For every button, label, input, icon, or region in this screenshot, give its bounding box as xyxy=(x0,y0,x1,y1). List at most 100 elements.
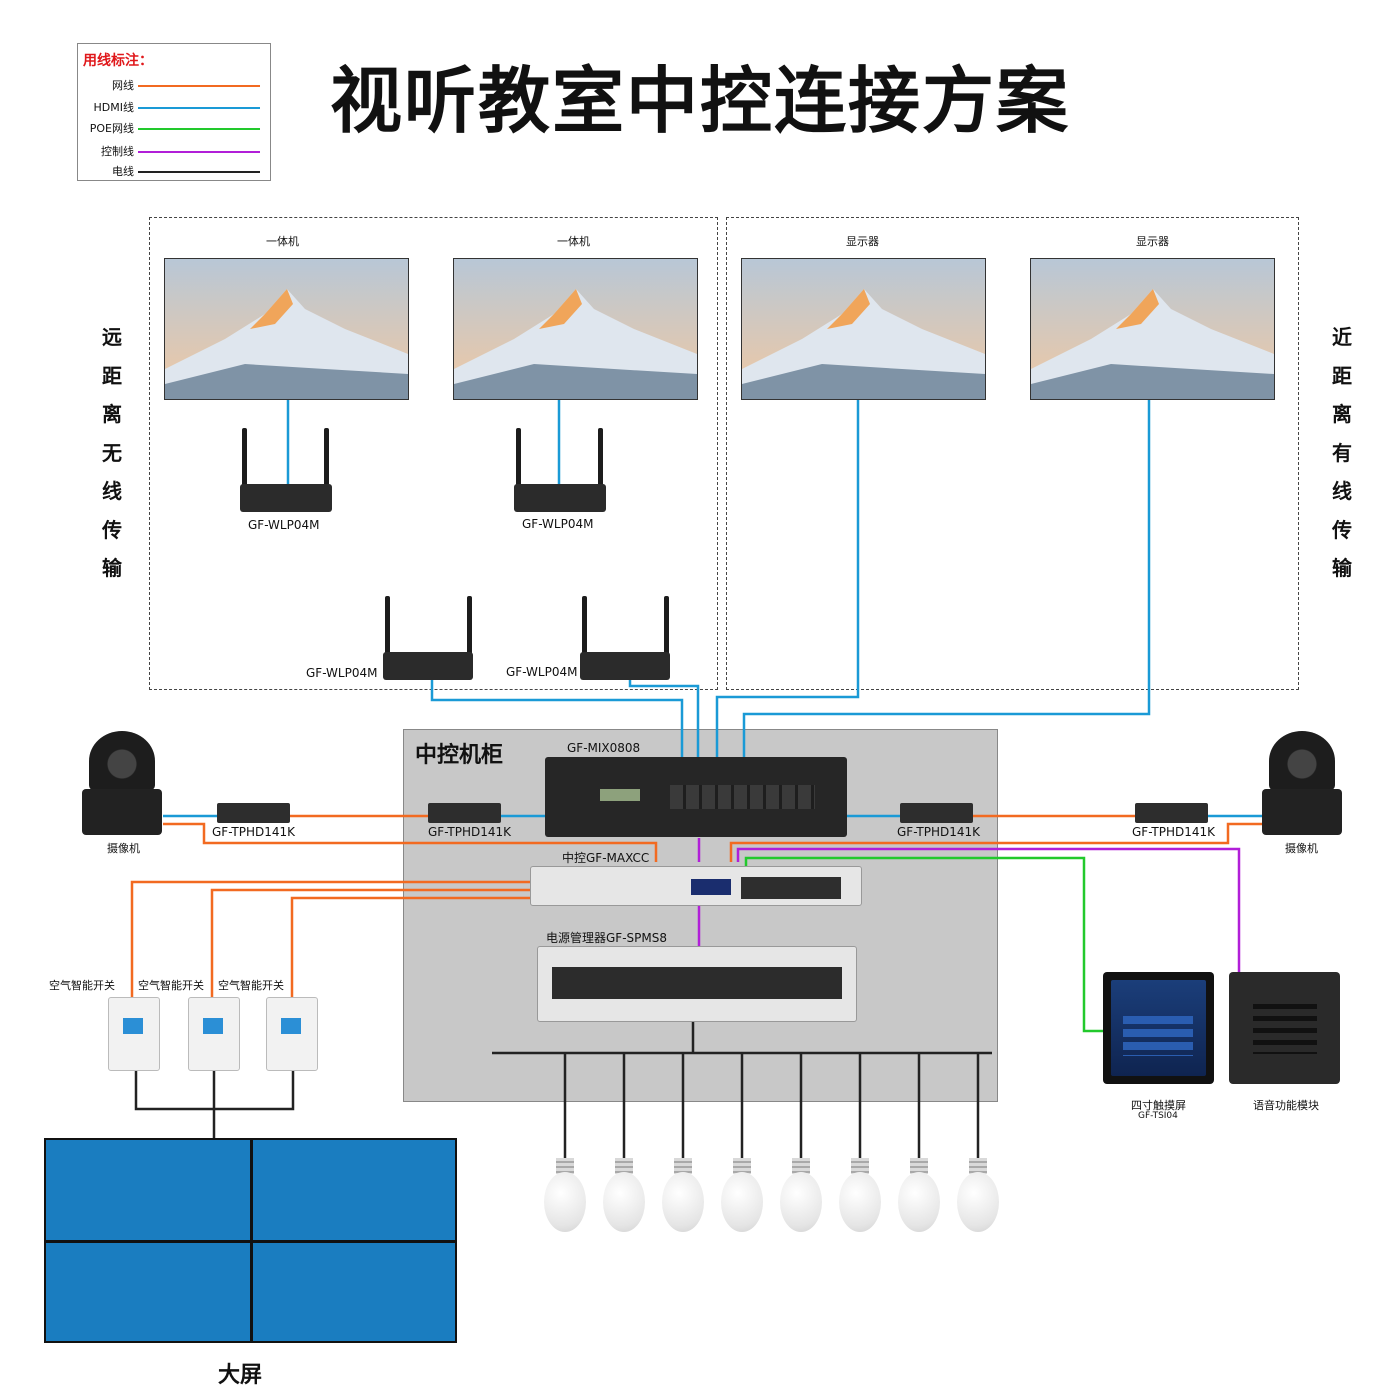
hdmi-cable xyxy=(715,398,860,757)
power-cables xyxy=(134,1022,992,1158)
wireless-transmitter xyxy=(381,596,475,682)
air-switch xyxy=(266,997,318,1071)
wireless-zone xyxy=(149,217,718,690)
transmitter-model: GF-WLP04M xyxy=(506,665,578,679)
antenna-icon xyxy=(664,596,669,656)
all-in-one-display xyxy=(164,258,409,400)
control-cables xyxy=(697,838,1241,972)
mountain-image xyxy=(165,259,408,399)
all-in-one-display xyxy=(453,258,698,400)
display-label: 显示器 xyxy=(1136,235,1169,248)
legend-label: HDMI线 xyxy=(93,101,134,114)
light-bulb-icon xyxy=(603,1158,645,1234)
touch-panel-screen xyxy=(1111,980,1206,1076)
matrix-switcher xyxy=(545,757,847,837)
page-title: 视听教室中控连接方案 xyxy=(330,59,1071,143)
matrix-lcd xyxy=(600,789,640,801)
monitor-display xyxy=(1030,258,1275,400)
wall-divider xyxy=(46,1240,455,1243)
legend-item-poe: POE网线 xyxy=(78,120,270,138)
light-bulb-icon xyxy=(780,1158,822,1234)
wireless-transmitter xyxy=(578,596,672,682)
antenna-icon xyxy=(467,596,472,656)
central-controller xyxy=(530,866,862,906)
router-body xyxy=(580,652,670,680)
touch-panel-model: GF-TSI04 xyxy=(1138,1111,1178,1121)
lamp-cap xyxy=(969,1158,987,1174)
power-manager-panel xyxy=(552,967,842,999)
antenna-icon xyxy=(516,428,521,488)
cabinet-title: 中控机柜 xyxy=(415,743,504,768)
lamp-glass xyxy=(839,1172,881,1232)
touch-panel-label: 四寸触摸屏 xyxy=(1131,1099,1186,1112)
legend-line-lan xyxy=(138,85,260,87)
lamp-glass xyxy=(544,1172,586,1232)
receiver-model: GF-WLP04M xyxy=(522,517,594,531)
lamp-cap xyxy=(910,1158,928,1174)
camera-base xyxy=(1262,789,1342,835)
camera-head xyxy=(89,731,155,791)
hdmi-cables xyxy=(163,398,1263,818)
switch-label: 空气智能开关 xyxy=(138,979,204,992)
wireless-zone-label: 远距离无线传输 xyxy=(97,318,127,588)
lamp-glass xyxy=(780,1172,822,1232)
matrix-model: GF-MIX0808 xyxy=(567,741,641,755)
control-cable xyxy=(736,847,1241,972)
light-bulb-icon xyxy=(544,1158,586,1234)
controller-panel xyxy=(741,877,841,899)
monitor-display xyxy=(741,258,986,400)
video-wall-label: 大屏 xyxy=(218,1363,263,1388)
hdmi-cable xyxy=(742,398,1151,757)
voice-module-label: 语音功能模块 xyxy=(1253,1099,1319,1112)
controller-screen xyxy=(691,879,731,895)
lan-cable xyxy=(729,822,1263,862)
legend: 用线标注： 网线 HDMI线 POE网线 控制线 电线 xyxy=(77,43,271,181)
legend-title: 用线标注： xyxy=(83,53,153,69)
legend-label: 电线 xyxy=(112,165,134,178)
poe-cables xyxy=(744,856,1103,1033)
voice-module xyxy=(1229,972,1340,1084)
light-bulb-icon xyxy=(721,1158,763,1234)
hdmi-extender xyxy=(900,803,973,823)
extender-model: GF-TPHD141K xyxy=(212,825,296,839)
lamp-glass xyxy=(662,1172,704,1232)
legend-line-control xyxy=(138,151,260,153)
light-bulb-icon xyxy=(957,1158,999,1234)
legend-label: POE网线 xyxy=(89,122,134,135)
extender-model: GF-TPHD141K xyxy=(1132,825,1216,839)
display-label: 显示器 xyxy=(846,235,879,248)
legend-line-poe xyxy=(138,128,260,130)
antenna-icon xyxy=(324,428,329,488)
poe-cable xyxy=(744,856,1103,1033)
router-body xyxy=(240,484,332,512)
wired-zone xyxy=(726,217,1299,690)
air-switch xyxy=(188,997,240,1071)
switch-lever xyxy=(203,1018,223,1034)
lamp-glass xyxy=(603,1172,645,1232)
lamp-cap xyxy=(615,1158,633,1174)
lamp-glass xyxy=(721,1172,763,1232)
vertical-text: 近距离有线传输 xyxy=(1332,325,1352,580)
switch-label: 空气智能开关 xyxy=(218,979,284,992)
hdmi-cable xyxy=(430,680,684,757)
legend-label: 网线 xyxy=(112,79,134,92)
lamp-cap xyxy=(792,1158,810,1174)
light-bulb-icon xyxy=(839,1158,881,1234)
legend-line-hdmi xyxy=(138,107,260,109)
lan-cable xyxy=(290,896,530,998)
antenna-icon xyxy=(582,596,587,656)
display-label: 一体机 xyxy=(266,235,299,248)
lan-cable xyxy=(130,880,530,998)
touch-panel xyxy=(1103,972,1214,1084)
vertical-text: 远距离无线传输 xyxy=(102,325,122,580)
camera-label: 摄像机 xyxy=(1285,842,1318,855)
switch-label: 空气智能开关 xyxy=(49,979,115,992)
router-body xyxy=(383,652,473,680)
lamp-glass xyxy=(957,1172,999,1232)
speaker-grille-icon xyxy=(1253,1004,1317,1054)
matrix-buttons xyxy=(670,785,815,809)
light-bulb-icon xyxy=(898,1158,940,1234)
legend-item-power: 电线 xyxy=(78,163,270,181)
extender-model: GF-TPHD141K xyxy=(428,825,512,839)
